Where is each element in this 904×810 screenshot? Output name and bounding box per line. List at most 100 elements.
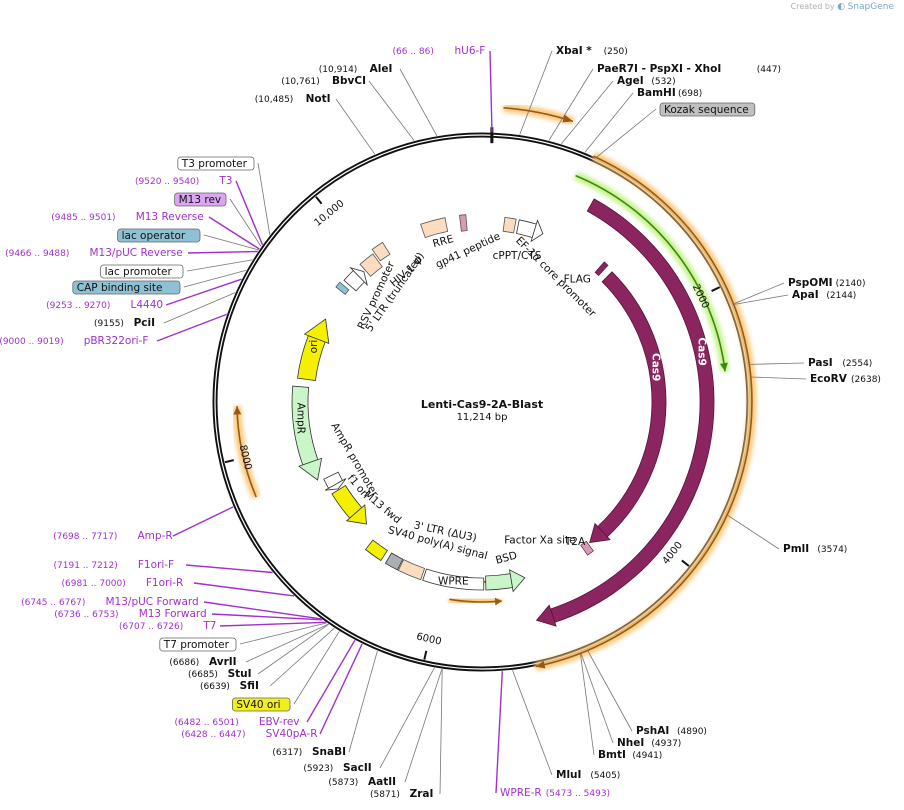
site-coord-pmli: (3574) <box>817 545 847 555</box>
leader-zrai <box>439 669 443 795</box>
site-bmti[interactable]: (4941)BmtI <box>598 749 662 761</box>
leader-sv40-ori <box>293 631 340 705</box>
wpre-feature <box>422 568 485 591</box>
site-alei[interactable]: (10,914)AleI <box>319 63 393 75</box>
ampr-label: AmpR <box>295 403 307 434</box>
site-m13-forward[interactable]: (6736 .. 6753)M13 Forward <box>54 608 206 620</box>
leader-m13-puc-forward <box>203 601 322 620</box>
site-coord-bbvci: (10,761) <box>281 77 320 87</box>
site-coord-l4440: (9253 .. 9270) <box>46 301 110 311</box>
site-name-zrai: ZraI <box>410 788 434 800</box>
gp41-peptide-feature <box>459 214 468 232</box>
t2a-feature <box>580 540 594 556</box>
bsd-label: BSD <box>494 549 518 566</box>
cas9-inner-feature <box>589 271 667 543</box>
site-name-l4440: L4440 <box>131 299 164 311</box>
site-avrii[interactable]: (6686)AvrII <box>169 656 236 668</box>
site-sacii[interactable]: (5923)SacII <box>303 762 371 774</box>
leader-paer7i-pspxi-xhoi <box>548 68 594 141</box>
site-m13-rev[interactable]: M13 rev <box>174 192 227 207</box>
site-pmli[interactable]: (3574)PmlI <box>783 543 847 555</box>
site-sv40-ori[interactable]: SV40 ori <box>231 697 291 712</box>
tick-6000 <box>423 650 428 660</box>
site-amp-r[interactable]: (7698 .. 7717)Amp-R <box>53 530 173 542</box>
site-name-pbr322ori-f: pBR322ori-F <box>84 335 149 347</box>
site-lac-promoter[interactable]: lac promoter <box>100 264 184 279</box>
leader-pcii <box>163 292 236 324</box>
site-bbvci[interactable]: (10,761)BbvCI <box>281 75 366 87</box>
site-kozak-sequence[interactable]: Kozak sequence <box>659 102 756 117</box>
site-pcii[interactable]: (9155)PciI <box>94 317 155 329</box>
site-snabi[interactable]: (6317)SnaBI <box>272 746 346 758</box>
site-ebv-rev[interactable]: (6482 .. 6501)EBV-rev <box>175 716 300 728</box>
leader-m13-forward <box>211 613 323 621</box>
site-name-lac-promoter: lac promoter <box>105 266 173 278</box>
site-name-pspomi: PspOMI <box>788 277 833 289</box>
site-stui[interactable]: (6685)StuI <box>188 668 252 680</box>
leader-wpre-r <box>495 671 503 794</box>
rre-feature <box>420 217 449 239</box>
site-name-amp-r: Amp-R <box>138 530 173 542</box>
sv40-polya-feature <box>384 552 404 571</box>
site-coord-m13-puc-reverse: (9466 .. 9488) <box>5 249 69 259</box>
site-t7-promoter[interactable]: T7 promoter <box>159 637 237 652</box>
site-bamhi[interactable]: (698)BamHI <box>637 87 702 99</box>
site-name-m13-forward: M13 Forward <box>139 608 207 620</box>
site-m13-puc-reverse[interactable]: (9466 .. 9488)M13/pUC Reverse <box>5 247 183 259</box>
site-sv40pa-r[interactable]: (6428 .. 6447)SV40pA-R <box>181 728 317 740</box>
leader-lac-operator <box>203 234 260 251</box>
site-sfii[interactable]: (6639)SfiI <box>200 680 259 692</box>
site-name-hu6-f: hU6-F <box>455 45 486 57</box>
site-l4440[interactable]: (9253 .. 9270) L4440 <box>46 299 163 311</box>
site-nhei[interactable]: (4937)NheI <box>617 737 681 749</box>
site-paer7i-pspxi-xhoi[interactable]: (447)PaeR7I - PspXI - XhoI <box>597 63 781 75</box>
site-xbai[interactable]: (250)XbaI * <box>556 45 628 57</box>
site-zrai[interactable]: (5871)ZraI <box>370 788 433 800</box>
site-name-m13-rev: M13 rev <box>179 194 222 206</box>
site-pspomi[interactable]: (2140)PspOMI <box>788 277 866 289</box>
site-m13-puc-forward[interactable]: (6745 .. 6767)M13/pUC Forward <box>21 596 199 608</box>
site-lac-operator[interactable]: lac operator <box>117 228 201 243</box>
bsd-feature <box>485 569 526 593</box>
site-wpre-r[interactable]: (5473 .. 5493)WPRE-R <box>500 787 610 799</box>
site-aatii[interactable]: (5873)AatII <box>328 776 396 788</box>
f1-ori-feature <box>331 484 367 525</box>
site-pshai[interactable]: (4890)PshAI <box>636 725 707 737</box>
site-name-avrii: AvrII <box>209 656 237 668</box>
leader-pbr322ori-f <box>156 313 227 342</box>
site-apai[interactable]: (2144)ApaI <box>792 289 856 301</box>
site-name-kozak-sequence: Kozak sequence <box>664 104 749 116</box>
site-f1ori-f[interactable]: (7191 .. 7212)F1ori-F <box>54 559 175 571</box>
site-name-t7-promoter: T7 promoter <box>163 639 230 651</box>
site-pbr322ori-f[interactable]: (9000 .. 9019)pBR322ori-F <box>0 335 148 347</box>
leader-snabi <box>348 650 378 753</box>
site-coord-t3: (9520 .. 9540) <box>135 177 199 187</box>
site-mlui[interactable]: (5405)MluI <box>556 769 620 781</box>
sv40-ori-feature <box>364 539 388 562</box>
tick-label-10000: 10,000 <box>312 198 346 229</box>
site-name-snabi: SnaBI <box>312 746 346 758</box>
site-name-m13-puc-forward: M13/pUC Forward <box>106 596 199 608</box>
leader-sfii <box>269 627 335 687</box>
site-t3[interactable]: (9520 .. 9540)T3 <box>135 175 233 187</box>
tick-4000 <box>681 559 690 567</box>
site-m13-reverse[interactable]: (9485 .. 9501)M13 Reverse <box>51 211 203 223</box>
site-name-bamhi: BamHI <box>637 87 676 99</box>
site-t7[interactable]: (6707 .. 6726)T7 <box>119 620 217 632</box>
leader-pasi <box>749 362 805 365</box>
site-box-t7-promoter <box>159 637 237 652</box>
leader-m13-reverse <box>208 216 260 250</box>
site-cap-binding-site[interactable]: CAP binding site <box>72 280 181 295</box>
site-pasi[interactable]: (2554)PasI <box>808 357 872 369</box>
site-noti[interactable]: (10,485)NotI <box>255 93 331 105</box>
site-box-lac-operator <box>117 228 201 243</box>
site-t3-promoter[interactable]: T3 promoter <box>177 156 255 171</box>
site-agei[interactable]: (532)AgeI <box>617 75 676 87</box>
site-f1ori-r[interactable]: (6981 .. 7000)F1ori-R <box>62 577 184 589</box>
leader-aatii <box>404 668 443 783</box>
leader-nhei <box>580 653 614 744</box>
site-hu6-f[interactable]: (66 .. 86)hU6-F <box>393 45 486 57</box>
rsv-promoter-feature <box>343 266 368 292</box>
site-ecorv[interactable]: (2638)EcoRV <box>810 373 881 385</box>
leader-kozak-sequence <box>596 108 657 158</box>
